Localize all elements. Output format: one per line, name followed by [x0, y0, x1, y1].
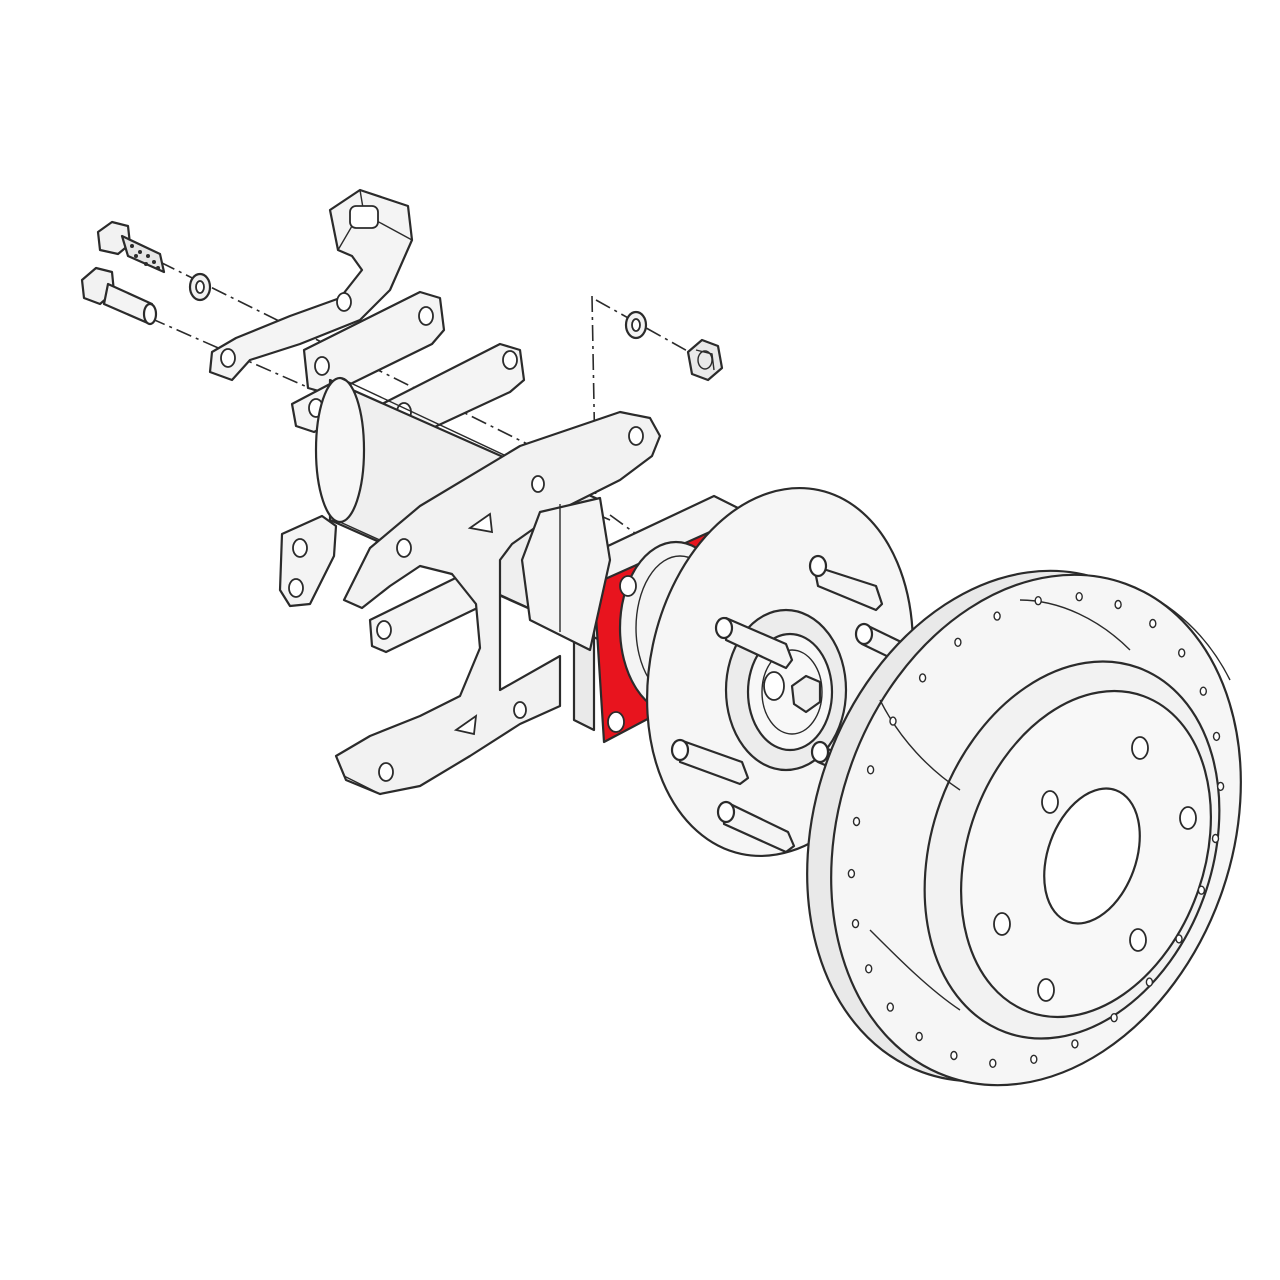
- drill-hole: [1216, 781, 1225, 792]
- drill-hole: [889, 716, 897, 726]
- brake-rotor: [806, 569, 1242, 1087]
- drill-hole: [851, 918, 860, 929]
- drill-hole: [1197, 885, 1206, 895]
- drill-hole: [954, 637, 962, 647]
- drill-hole: [1149, 618, 1157, 629]
- stud-icon: [808, 554, 884, 612]
- drill-hole: [989, 1058, 997, 1069]
- drill-hole: [915, 1031, 923, 1042]
- drill-hole: [886, 1002, 894, 1012]
- caliper-bracket: [334, 410, 662, 796]
- thread-texture: [130, 244, 160, 270]
- drill-hole: [1211, 833, 1220, 844]
- lock-nut: [686, 338, 724, 382]
- stud-icon: [670, 738, 750, 786]
- drill-hole: [918, 673, 927, 683]
- drill-hole: [1110, 1013, 1118, 1023]
- rotor-drill-holes: [847, 592, 1225, 1069]
- hex-nut-icon: [686, 338, 724, 382]
- drill-hole: [866, 765, 875, 775]
- drill-hole: [1177, 648, 1186, 658]
- drill-hole: [1212, 731, 1221, 742]
- stud-icon: [714, 616, 794, 670]
- bracket-icon: [334, 410, 662, 796]
- stud-icon: [716, 800, 796, 854]
- drill-hole: [993, 611, 1001, 621]
- drill-hole: [1114, 599, 1122, 610]
- spacer-icon: [302, 290, 446, 396]
- line-bracket: [208, 188, 414, 382]
- drill-hole: [1034, 596, 1042, 606]
- drill-hole: [1075, 592, 1083, 602]
- washer-right: [624, 310, 648, 340]
- drill-hole: [1030, 1054, 1038, 1065]
- drill-hole: [1145, 977, 1154, 987]
- nut-axis: [595, 299, 701, 359]
- drill-hole: [865, 964, 873, 974]
- washer-left: [188, 272, 212, 302]
- drill-hole: [1199, 686, 1208, 696]
- drill-hole: [1175, 934, 1183, 944]
- caliper-bolt-plain: [80, 266, 158, 326]
- drill-hole: [852, 816, 861, 827]
- drill-hole: [1071, 1039, 1079, 1049]
- bracket-icon: [208, 188, 414, 382]
- caliper-bolt-threaded: [96, 220, 166, 274]
- drill-hole: [847, 868, 856, 879]
- drill-hole: [950, 1050, 958, 1061]
